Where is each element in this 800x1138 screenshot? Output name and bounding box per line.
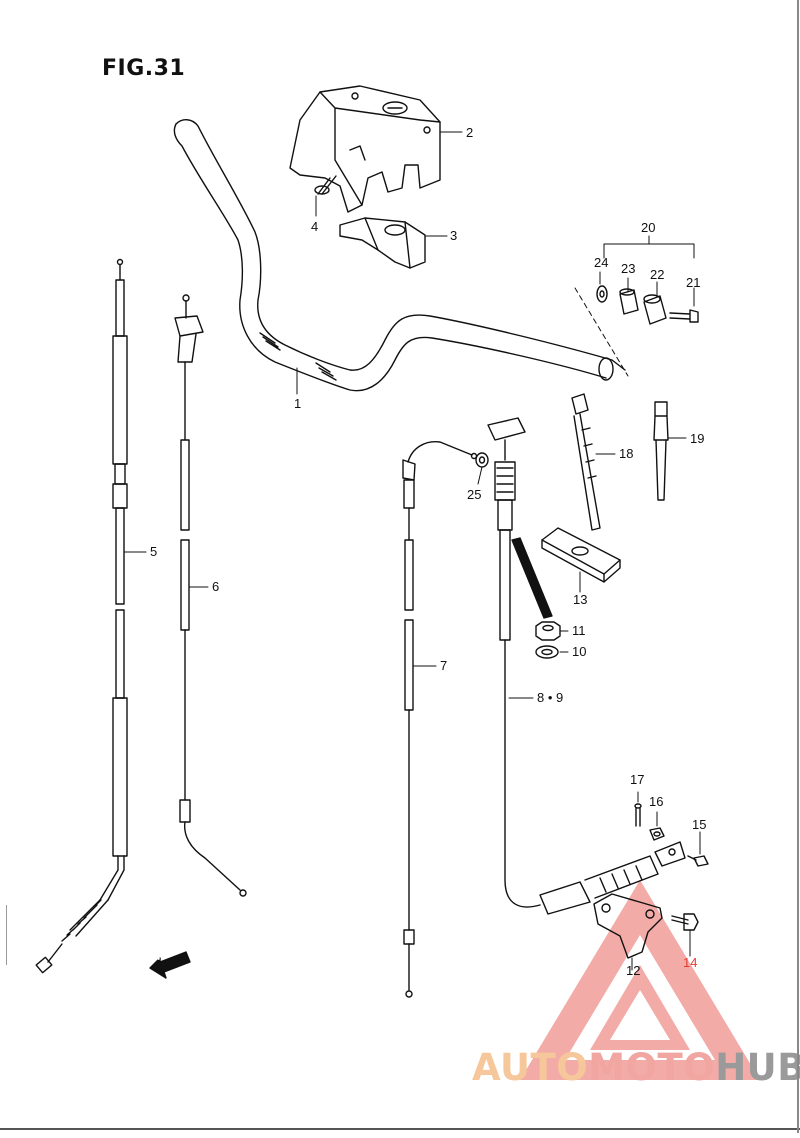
left-edge-rule <box>6 905 7 965</box>
washer-part-25 <box>475 452 489 485</box>
cable-part-8-9 <box>487 417 686 915</box>
bottom-edge-rule <box>0 1128 800 1130</box>
cable-part-5 <box>35 258 147 974</box>
clamp-plate-part-13 <box>541 527 621 593</box>
forward-arrow-icon <box>149 951 191 979</box>
handlebar-part-1 <box>173 119 626 395</box>
callout-19: 19 <box>690 431 705 446</box>
cable-tie-part-18 <box>571 393 616 531</box>
weight-part-22 <box>643 294 667 325</box>
callout-3: 3 <box>450 228 458 243</box>
right-edge-rule <box>797 0 799 1133</box>
bolt-part-21 <box>669 309 699 323</box>
holder-cover-part-2 <box>289 85 463 213</box>
cable-part-6 <box>174 294 247 897</box>
callout-15: 15 <box>692 817 707 832</box>
callout-7: 7 <box>440 658 448 673</box>
callout-10: 10 <box>572 644 587 659</box>
nut-part-16 <box>649 811 665 841</box>
callout-6: 6 <box>212 579 220 594</box>
nut-part-11 <box>535 621 569 653</box>
watermark-part-auto: AUTO <box>472 1046 589 1089</box>
callout-24: 24 <box>594 255 609 270</box>
callout-21: 21 <box>686 275 701 290</box>
callout-20: 20 <box>641 220 656 235</box>
arrow-to-nut <box>511 537 553 619</box>
washer-part-10 <box>535 645 559 659</box>
callout-16: 16 <box>649 794 664 809</box>
callout-25: 25 <box>467 487 482 502</box>
callout-2: 2 <box>466 125 474 140</box>
watermark-part-moto: MOTO <box>588 1046 716 1089</box>
holder-bracket-part-3 <box>339 217 448 269</box>
callout-14: 14 <box>683 955 698 970</box>
bolt-part-14 <box>671 913 699 957</box>
spacer-part-23 <box>619 288 639 315</box>
cable-tie-part-19 <box>653 401 687 501</box>
screw-part-4 <box>314 175 337 217</box>
washer-part-24 <box>596 285 608 303</box>
callout-18: 18 <box>619 446 634 461</box>
callout-8-9: 8 • 9 <box>537 690 564 705</box>
callout-11: 11 <box>572 623 586 638</box>
callout-17: 17 <box>630 772 645 787</box>
callout-5: 5 <box>150 544 158 559</box>
cotter-pin-part-17 <box>634 791 642 827</box>
callout-13: 13 <box>573 592 588 607</box>
callout-4: 4 <box>311 219 319 234</box>
callout-12: 12 <box>626 963 641 978</box>
callout-22: 22 <box>650 267 665 282</box>
watermark-logo: AUTOMOTOHUB <box>472 1046 800 1089</box>
figure-title: FIG.31 <box>102 56 186 81</box>
bolt-part-15 <box>687 831 709 867</box>
watermark-part-hub: HUB <box>715 1046 800 1089</box>
bracket-part-12 <box>593 893 663 971</box>
callout-1: 1 <box>294 396 302 411</box>
watermark-triangle <box>520 880 760 1080</box>
cable-part-7 <box>402 441 478 998</box>
callout-23: 23 <box>621 261 636 276</box>
